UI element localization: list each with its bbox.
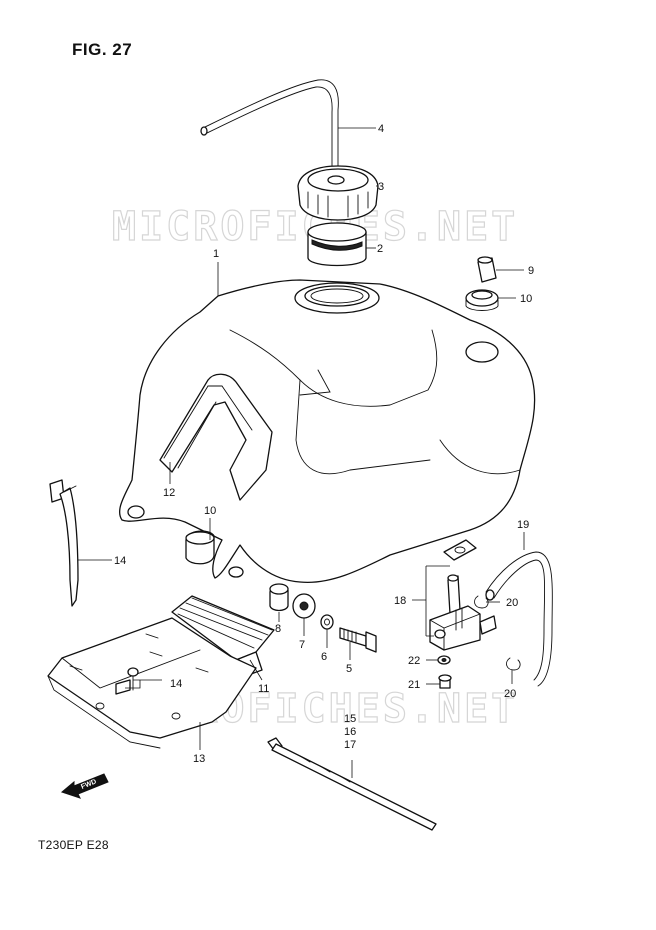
fuel-hose-19 (485, 551, 553, 687)
grommet-10-top (465, 289, 499, 311)
washer-7 (292, 593, 316, 619)
shield-plate-13 (47, 617, 257, 749)
callout-3: 3 (378, 181, 384, 193)
screw-21 (438, 674, 452, 689)
fwd-arrow-icon: FWD (60, 773, 109, 799)
breather-hose (200, 79, 339, 171)
callout-10-bottom: 10 (204, 505, 216, 517)
callout-13: 13 (193, 753, 205, 765)
callout-8: 8 (275, 623, 281, 635)
callout-6: 6 (321, 651, 327, 663)
fuel-tank (118, 279, 536, 584)
callout-1: 1 (213, 248, 219, 260)
callout-labels: 1 2 3 4 5 6 7 8 9 10 10 11 12 13 14 14 1… (114, 123, 534, 765)
callout-2: 2 (377, 243, 383, 255)
callout-15: 15 (344, 713, 356, 725)
callout-16: 16 (344, 726, 356, 738)
bolt-5 (339, 627, 377, 653)
hose-cap-9 (477, 256, 497, 283)
figure-code: T230EP E28 (38, 838, 109, 852)
washer-6 (320, 614, 334, 630)
callout-19: 19 (517, 519, 529, 531)
fuel-cap (297, 165, 379, 221)
callout-11: 11 (258, 683, 269, 695)
callout-14-band: 14 (114, 555, 126, 567)
leader-lines (78, 127, 525, 778)
callout-4: 4 (378, 123, 384, 135)
callout-18: 18 (394, 595, 406, 607)
cable-tie (267, 737, 437, 831)
screw-22 (437, 655, 451, 665)
callout-10-top: 10 (520, 293, 532, 305)
callout-12: 12 (163, 487, 175, 499)
figure-title: FIG. 27 (72, 40, 133, 59)
callout-21: 21 (408, 679, 420, 691)
callout-20-bottom: 20 (504, 688, 516, 700)
callout-22: 22 (408, 655, 420, 667)
filler-ring (307, 222, 367, 267)
hose-clip-20-bottom (506, 657, 521, 671)
callout-20-top: 20 (506, 597, 518, 609)
callout-9: 9 (528, 265, 534, 277)
clip-14-fastener (115, 667, 139, 695)
band-14 (49, 479, 79, 607)
callout-5: 5 (346, 663, 352, 675)
spacer-8 (269, 583, 289, 612)
cushion-10 (185, 530, 215, 565)
callout-17: 17 (344, 739, 356, 751)
callout-14-clip: 14 (170, 678, 182, 690)
fuel-cock-gasket (443, 539, 477, 561)
fuel-cock-18 (429, 574, 497, 651)
callout-7: 7 (299, 639, 305, 651)
